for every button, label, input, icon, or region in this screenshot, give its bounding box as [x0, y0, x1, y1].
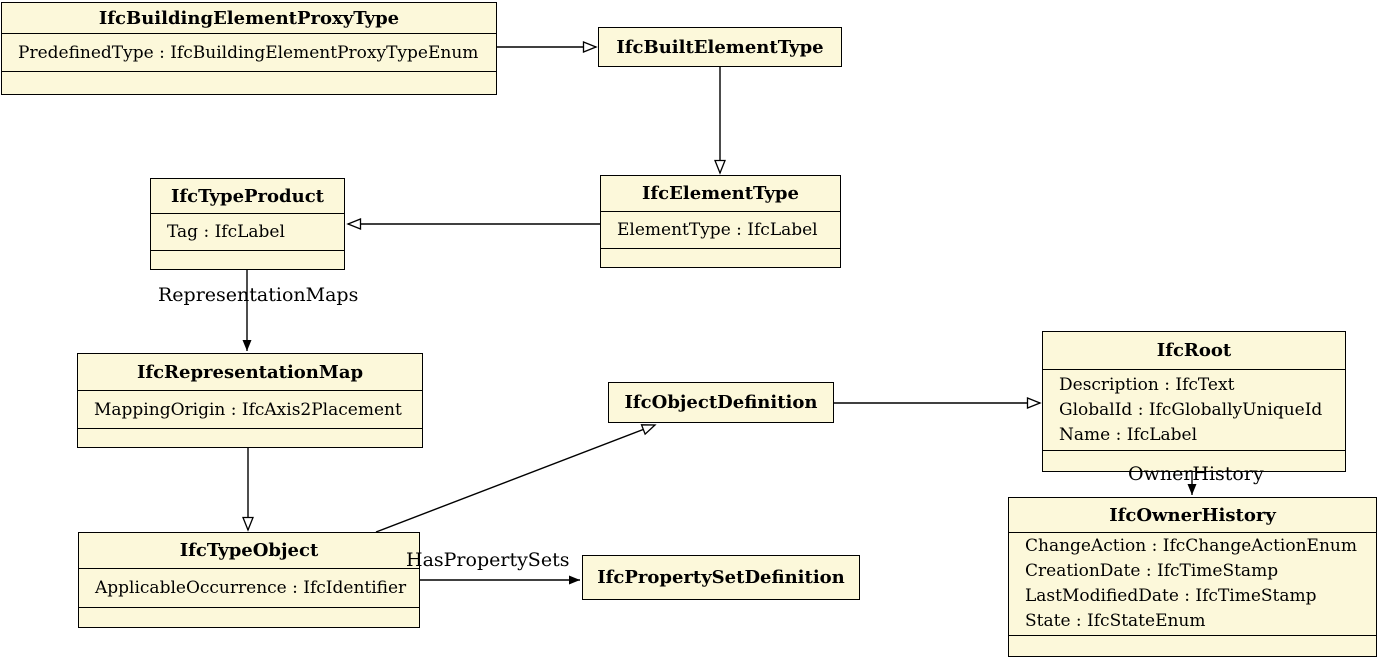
class-attribute: Tag : IfcLabel [167, 222, 285, 242]
class-attribute: PredefinedType : IfcBuildingElementProxy… [18, 42, 479, 63]
class-box-ifcelementtype: IfcElementType ElementType : IfcLabel [600, 175, 841, 268]
class-box-ifctypeobject: IfcTypeObject ApplicableOccurrence : Ifc… [78, 532, 420, 628]
class-title: IfcRoot [1156, 340, 1232, 361]
class-empty-compartment [78, 428, 422, 447]
class-title: IfcBuildingElementProxyType [98, 7, 400, 29]
class-empty-compartment [1043, 450, 1345, 471]
edge-label-haspropertysets: HasPropertySets [406, 549, 570, 571]
class-attribute: Name : IfcLabel [1059, 424, 1198, 445]
class-attribute: LastModifiedDate : IfcTimeStamp [1025, 586, 1317, 606]
class-box-ifcroot: IfcRoot Description : IfcText GlobalId :… [1042, 331, 1346, 472]
class-box-ifcbuildingelementproxytype: IfcBuildingElementProxyType PredefinedTy… [1, 2, 497, 95]
class-attribute: CreationDate : IfcTimeStamp [1025, 561, 1279, 581]
class-title: IfcTypeProduct [170, 185, 324, 207]
class-attribute: GlobalId : IfcGloballyUniqueId [1059, 399, 1323, 420]
class-empty-compartment [601, 248, 840, 267]
class-attributes: ChangeAction : IfcChangeActionEnum Creat… [1009, 532, 1376, 635]
class-title: IfcBuiltElementType [616, 36, 824, 58]
class-empty-compartment [2, 71, 496, 94]
class-title: IfcOwnerHistory [1109, 504, 1276, 526]
class-box-ifcownerhistory: IfcOwnerHistory ChangeAction : IfcChange… [1008, 497, 1377, 657]
class-attributes: Description : IfcText GlobalId : IfcGlob… [1043, 369, 1345, 450]
class-attribute: State : IfcStateEnum [1025, 611, 1206, 631]
class-empty-compartment [1009, 635, 1376, 656]
edge-label-ownerhistory: OwnerHistory [1128, 463, 1264, 485]
class-title: IfcTypeObject [179, 540, 319, 561]
class-title: IfcElementType [642, 183, 799, 204]
class-attribute: ChangeAction : IfcChangeActionEnum [1025, 536, 1357, 556]
class-box-ifcobjectdefinition: IfcObjectDefinition [608, 382, 834, 423]
class-attributes: ApplicableOccurrence : IfcIdentifier [79, 568, 419, 607]
class-attributes: Tag : IfcLabel [151, 213, 344, 250]
class-attribute: ApplicableOccurrence : IfcIdentifier [95, 578, 407, 598]
edge-label-representationmaps: RepresentationMaps [158, 284, 359, 306]
class-attribute: Description : IfcText [1059, 374, 1235, 395]
class-title: IfcRepresentationMap [136, 361, 364, 383]
class-box-ifcpropertysetdefinition: IfcPropertySetDefinition [582, 555, 860, 600]
class-attributes: PredefinedType : IfcBuildingElementProxy… [2, 33, 496, 71]
class-attribute: MappingOrigin : IfcAxis2Placement [94, 399, 402, 420]
class-box-ifctypeproduct: IfcTypeProduct Tag : IfcLabel [150, 178, 345, 270]
class-title: IfcPropertySetDefinition [597, 567, 845, 588]
class-box-ifcbuiltelementtype: IfcBuiltElementType [598, 27, 842, 67]
class-attributes: MappingOrigin : IfcAxis2Placement [78, 390, 422, 428]
class-empty-compartment [79, 607, 419, 627]
class-attribute: ElementType : IfcLabel [617, 220, 818, 240]
class-empty-compartment [151, 250, 344, 269]
class-title: IfcObjectDefinition [624, 392, 818, 413]
class-attributes: ElementType : IfcLabel [601, 211, 840, 248]
class-box-ifcrepresentationmap: IfcRepresentationMap MappingOrigin : Ifc… [77, 353, 423, 448]
